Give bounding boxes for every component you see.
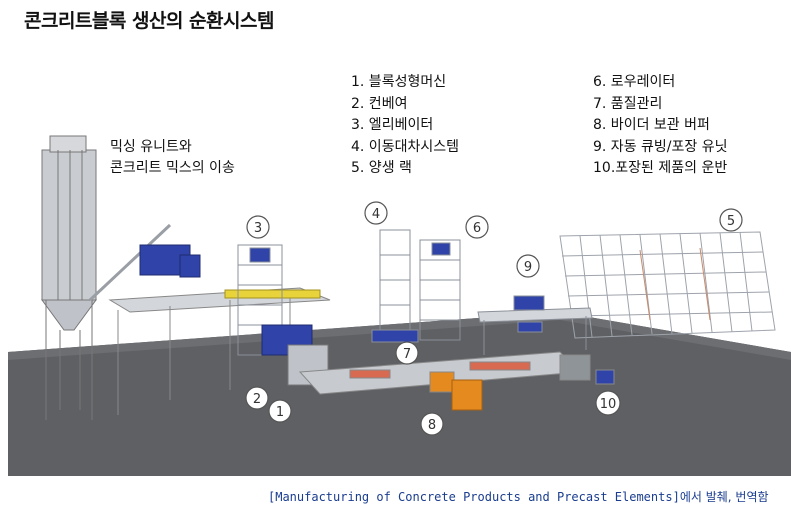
marker-5: 5 <box>719 208 743 232</box>
source-title: [Manufacturing of Concrete Products and … <box>268 490 680 504</box>
source-caption: [Manufacturing of Concrete Products and … <box>268 488 769 505</box>
legend-item: 2. 컨베여 <box>351 95 408 112</box>
factory-floor <box>8 312 791 476</box>
marker-8: 8 <box>420 412 444 436</box>
silo <box>41 135 97 420</box>
elevator <box>237 244 329 386</box>
mix-label-line: 콘크리트 믹스의 이송 <box>110 160 235 176</box>
transfer-car-system <box>371 229 419 343</box>
legend-item: 9. 자동 큐빙/포장 유닛 <box>593 138 728 155</box>
marker-10: 10 <box>595 390 621 416</box>
legend-item: 3. 엘리베이터 <box>351 117 434 133</box>
marker-6: 6 <box>465 215 489 239</box>
conveyor-loop <box>298 351 615 411</box>
legend-item: 4. 이동대차시스템 <box>351 138 459 155</box>
source-note: 에서 발췌, 번역함 <box>679 490 769 504</box>
marker-7: 7 <box>395 341 419 365</box>
svg-text:9: 9 <box>524 260 532 275</box>
marker-9: 9 <box>516 254 540 278</box>
cubing-unit <box>477 295 593 355</box>
legend-item: 7. 품질관리 <box>593 95 663 112</box>
legend-item: 8. 바이더 보관 버퍼 <box>593 117 710 133</box>
legend-item: 1. 블록성형머신 <box>351 74 447 90</box>
legend-item: 10.포장된 제품의 운반 <box>593 160 728 176</box>
svg-text:3: 3 <box>254 221 262 236</box>
lowerator <box>419 239 461 341</box>
legend-left: 1. 블록성형머신 2. 컨베여 3. 엘리베이터 4. 이동대차시스템 5. … <box>351 72 459 180</box>
legend-item: 6. 로우레이터 <box>593 74 676 90</box>
svg-text:10: 10 <box>600 397 617 412</box>
legend-right: 6. 로우레이터 7. 품질관리 8. 바이더 보관 버퍼 9. 자동 큐빙/포… <box>593 72 727 180</box>
svg-text:1: 1 <box>276 405 284 420</box>
marker-1: 1 <box>268 399 292 423</box>
svg-text:8: 8 <box>428 418 436 433</box>
marker-4: 4 <box>364 201 388 225</box>
svg-text:2: 2 <box>253 392 261 407</box>
mixing-unit-label: 믹싱 유니트와 콘크리트 믹스의 이송 <box>110 137 235 179</box>
marker-3: 3 <box>246 215 270 239</box>
curing-racks <box>559 231 776 339</box>
marker-2: 2 <box>245 386 269 410</box>
legend-item: 5. 양생 랙 <box>351 160 412 176</box>
diagram-title: 콘크리트블록 생산의 순환시스템 <box>24 10 274 32</box>
svg-text:7: 7 <box>403 347 411 362</box>
svg-text:5: 5 <box>727 214 735 229</box>
mix-label-line: 믹싱 유니트와 <box>110 139 192 155</box>
svg-text:4: 4 <box>372 207 380 222</box>
svg-text:6: 6 <box>473 221 481 236</box>
